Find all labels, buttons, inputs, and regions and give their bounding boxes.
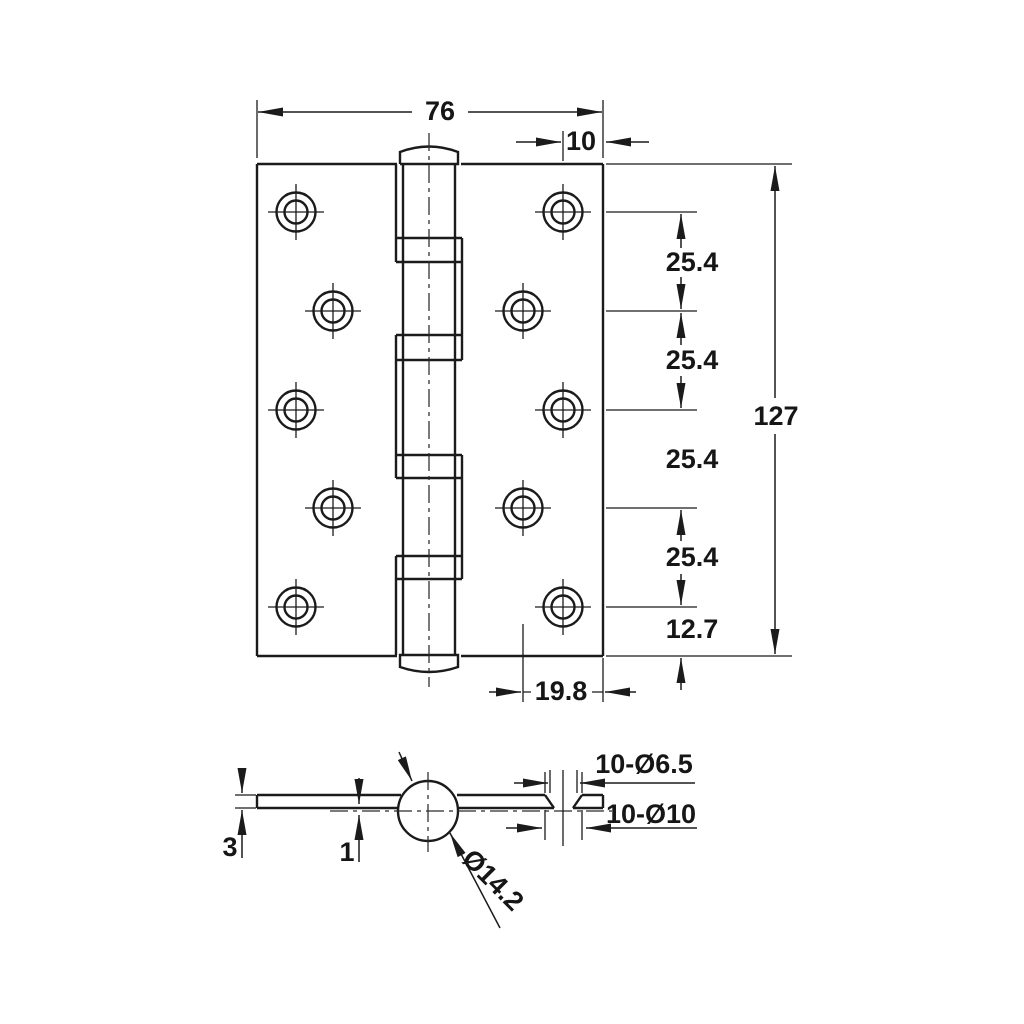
dim-thickness-label: 3 [222, 832, 237, 862]
dim-clearance-label: 1 [339, 837, 354, 867]
dim-hole-offset: 19.8 [489, 624, 636, 706]
dim-height: 127 [606, 163, 799, 657]
dim-edge-offset: 10 [516, 126, 649, 161]
spec-hole-small: 10-Ø6.5 [514, 749, 695, 793]
dim-width-label: 76 [425, 96, 455, 126]
dim-edge-offset-label: 10 [566, 126, 596, 156]
screw-hole [305, 480, 361, 536]
dim-clearance: 1 [339, 778, 364, 867]
hinge-outline [255, 162, 605, 658]
dim-bottom-margin-label: 12.7 [666, 614, 719, 644]
dim-thickness: 3 [222, 768, 256, 862]
countersink-section [544, 794, 583, 809]
dim-pitch-label-4: 25.4 [666, 542, 719, 572]
screw-hole [495, 283, 551, 339]
left-leaf-section [255, 793, 401, 810]
screw-hole [268, 579, 324, 635]
dim-pitch-label-3: 25.4 [666, 444, 719, 474]
screw-hole [268, 184, 324, 240]
spec-hole-large: 10-Ø10 [506, 772, 697, 840]
spec-hole-small-label: 10-Ø6.5 [595, 749, 693, 779]
screw-hole [495, 480, 551, 536]
screw-hole [268, 382, 324, 438]
right-leaf-section [457, 793, 605, 810]
dim-barrel-diameter-label: Ø14.2 [456, 843, 529, 916]
section-view: 3 1 Ø14.2 10-Ø6.5 10-Ø10 [222, 749, 697, 929]
dim-pitch-label-2: 25.4 [666, 345, 719, 375]
dim-pitch-label-1: 25.4 [666, 247, 719, 277]
screw-hole [305, 283, 361, 339]
spec-hole-large-label: 10-Ø10 [606, 799, 696, 829]
screw-hole [535, 382, 591, 438]
dim-height-label: 127 [753, 401, 798, 431]
screw-hole [535, 184, 591, 240]
barrel [398, 145, 460, 674]
dim-pitch-chain: 25.4 25.4 25.4 25.4 12.7 [606, 211, 719, 690]
screw-hole [535, 579, 591, 635]
dim-barrel-diameter: Ø14.2 [449, 832, 530, 929]
barrel-leader-arrow [397, 751, 413, 782]
screw-holes [268, 184, 591, 635]
dim-width: 76 [256, 96, 604, 158]
dim-hole-offset-label: 19.8 [535, 676, 588, 706]
front-view: 76 10 127 25.4 25.4 25.4 [255, 96, 799, 706]
